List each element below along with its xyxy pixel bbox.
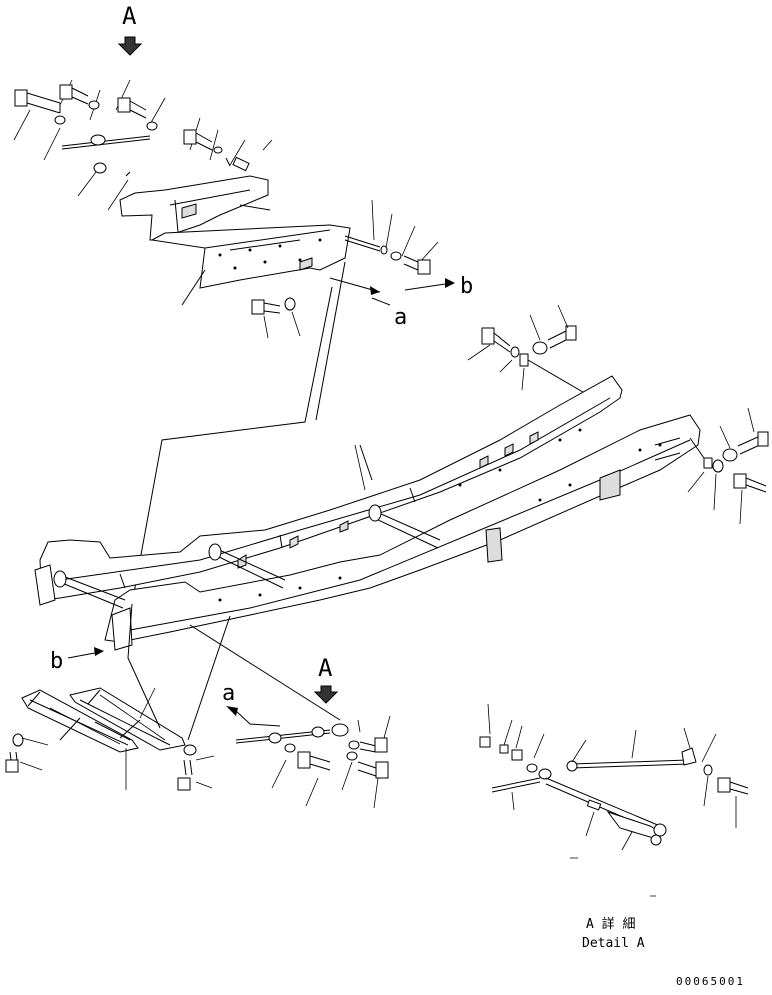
arrow-a-label-mid: a <box>222 681 235 706</box>
view-direction-arrow-icon <box>117 36 143 56</box>
bolt-icon <box>481 327 511 353</box>
top-fasteners <box>13 79 273 211</box>
drawing-number: 00065001 <box>676 975 745 988</box>
bolt-icon <box>14 89 61 114</box>
pin-icon <box>232 156 250 172</box>
detail-a-view <box>479 703 749 897</box>
nut-icon <box>650 834 662 846</box>
bolt-icon <box>359 737 388 753</box>
bolt-icon <box>717 777 749 795</box>
arrow-a-label-top: a <box>394 305 407 330</box>
washer-icon <box>346 751 358 761</box>
pin-icon <box>225 157 231 167</box>
washer-icon <box>146 121 158 131</box>
nut-icon <box>90 134 106 146</box>
main-frame <box>34 375 701 651</box>
view-a-label-mid: A <box>318 654 333 682</box>
nut-icon <box>532 341 548 355</box>
washer-icon <box>348 740 360 750</box>
pin-icon <box>61 135 151 150</box>
washer-icon <box>703 764 713 776</box>
bolt-icon <box>5 751 19 773</box>
bolt-icon <box>547 325 577 349</box>
bolt-icon <box>737 431 769 455</box>
bolt-icon <box>403 255 431 275</box>
bolt-icon <box>733 473 767 493</box>
bolt-icon <box>117 97 147 119</box>
washer-icon <box>54 115 66 125</box>
lower-left-brackets <box>5 603 231 791</box>
bolt-icon <box>357 761 389 779</box>
bolt-icon <box>59 84 89 105</box>
washer-icon <box>213 146 223 154</box>
arrow-b-label-top: b <box>460 274 473 299</box>
bolt-icon <box>183 129 213 151</box>
top-bracket-assembly: a b <box>119 175 473 339</box>
nut-icon <box>722 448 738 462</box>
bolt-icon <box>177 759 193 791</box>
washer-icon <box>88 100 100 110</box>
right-upper-fasteners <box>467 304 601 403</box>
detail-a-title-en: Detail A <box>582 936 645 951</box>
view-direction-arrow-icon <box>313 685 339 704</box>
washer-icon <box>284 743 296 753</box>
bolt-icon <box>251 299 281 315</box>
bolt-icon <box>297 751 331 771</box>
detail-a-title-jp: A 詳 細 <box>586 916 635 932</box>
right-end-fasteners <box>687 407 769 525</box>
view-a-label-top: A <box>122 2 137 30</box>
nut-icon <box>331 723 349 737</box>
nut-icon <box>93 162 107 174</box>
mid-assembly: a <box>189 624 391 809</box>
arrow-b-label-mid: b <box>50 649 63 674</box>
